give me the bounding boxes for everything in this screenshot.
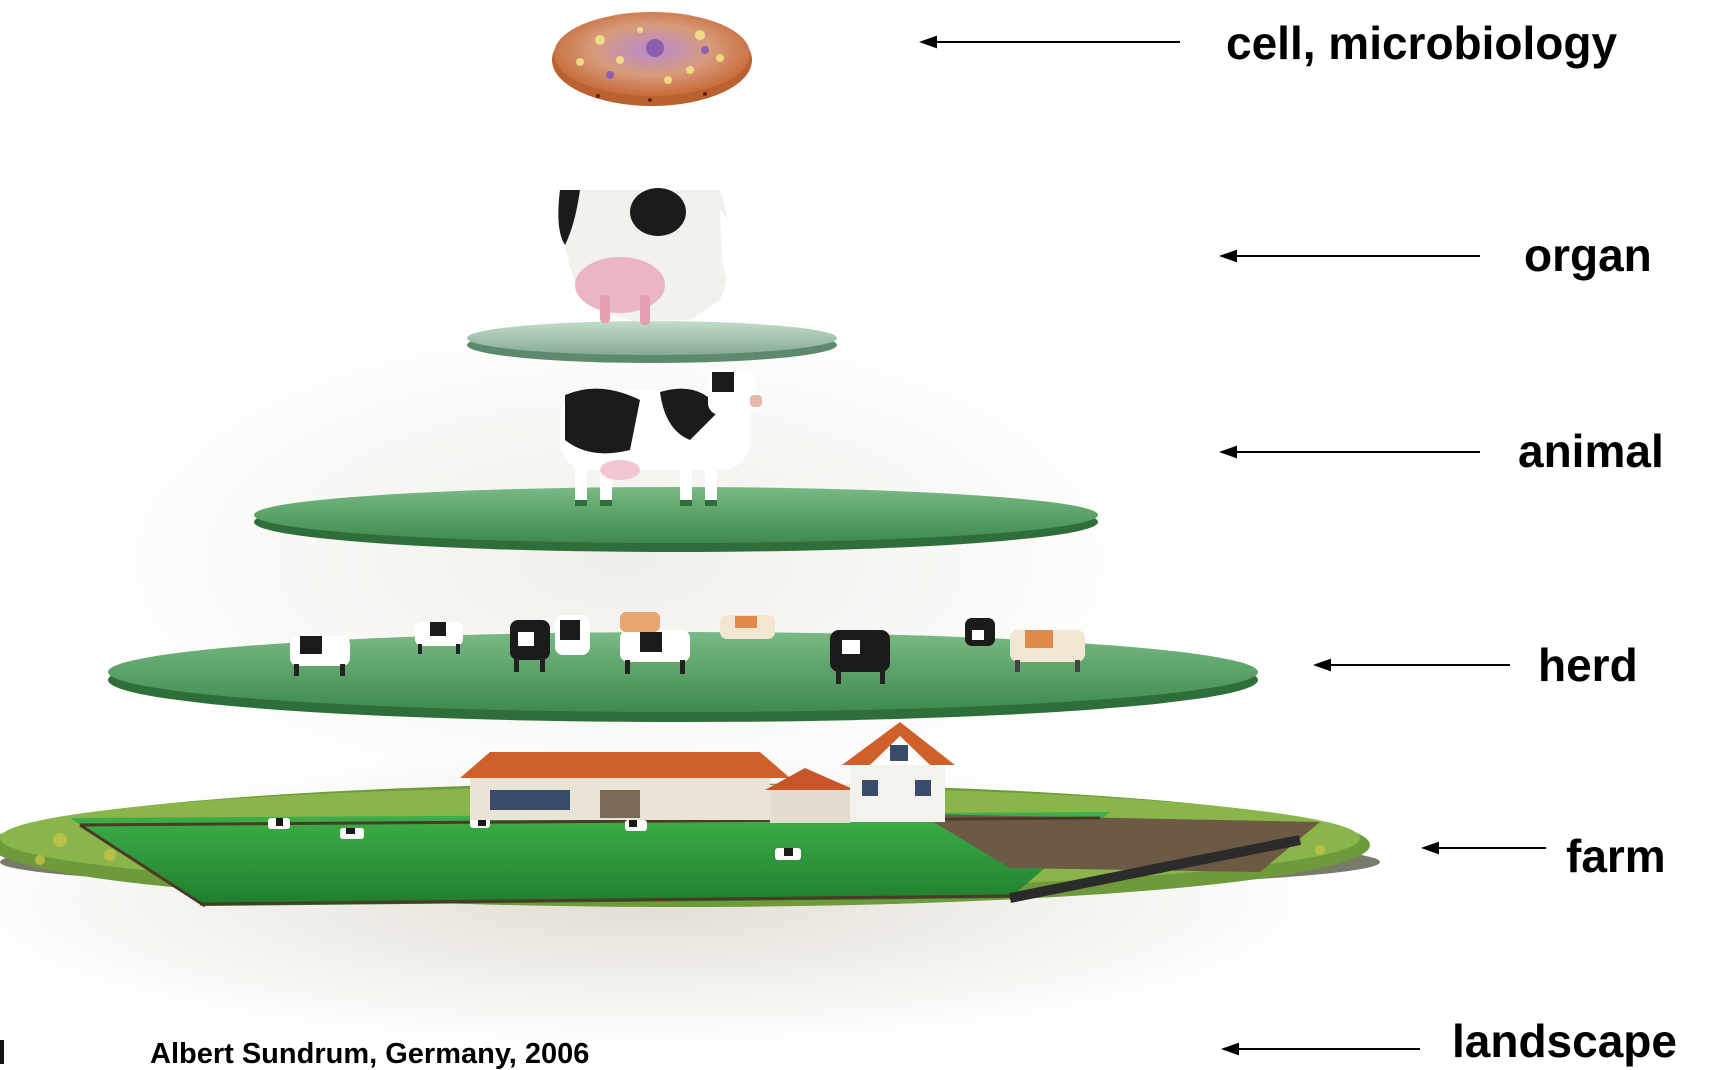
arrow-animal (1222, 447, 1480, 457)
label-herd: herd (1538, 642, 1638, 688)
label-landscape: landscape (1452, 1018, 1677, 1064)
udder-icon (467, 188, 837, 363)
arrow-cell (922, 37, 1180, 47)
arrow-landscape (1224, 1044, 1420, 1054)
arrow-farm (1424, 843, 1546, 853)
label-cell-microbiology: cell, microbiology (1226, 20, 1617, 66)
author-credit: Albert Sundrum, Germany, 2006 (150, 1040, 589, 1069)
label-animal: animal (1518, 428, 1664, 474)
label-organ: organ (1524, 232, 1652, 278)
cell-icon (552, 12, 752, 106)
edge-mark (0, 1040, 4, 1064)
arrow-organ (1222, 251, 1480, 261)
label-farm: farm (1566, 833, 1666, 879)
landscape-shadow-2 (60, 300, 1180, 820)
arrow-herd (1316, 660, 1510, 670)
